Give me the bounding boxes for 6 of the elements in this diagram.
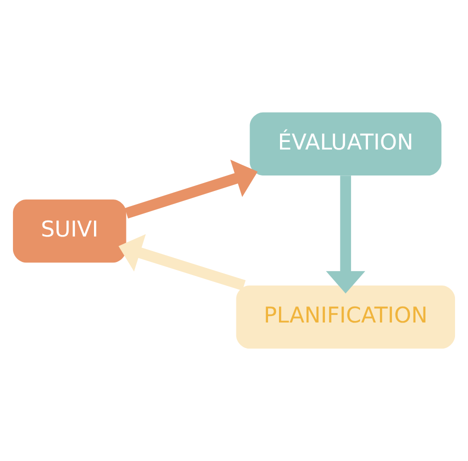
arrow bbox=[326, 176, 366, 294]
node-box: PLANIFICATION bbox=[236, 286, 456, 349]
node-box: ÉVALUATION bbox=[250, 112, 442, 176]
arrow bbox=[118, 234, 246, 291]
node-box: SUIVI bbox=[12, 199, 126, 263]
arrow bbox=[124, 160, 258, 218]
